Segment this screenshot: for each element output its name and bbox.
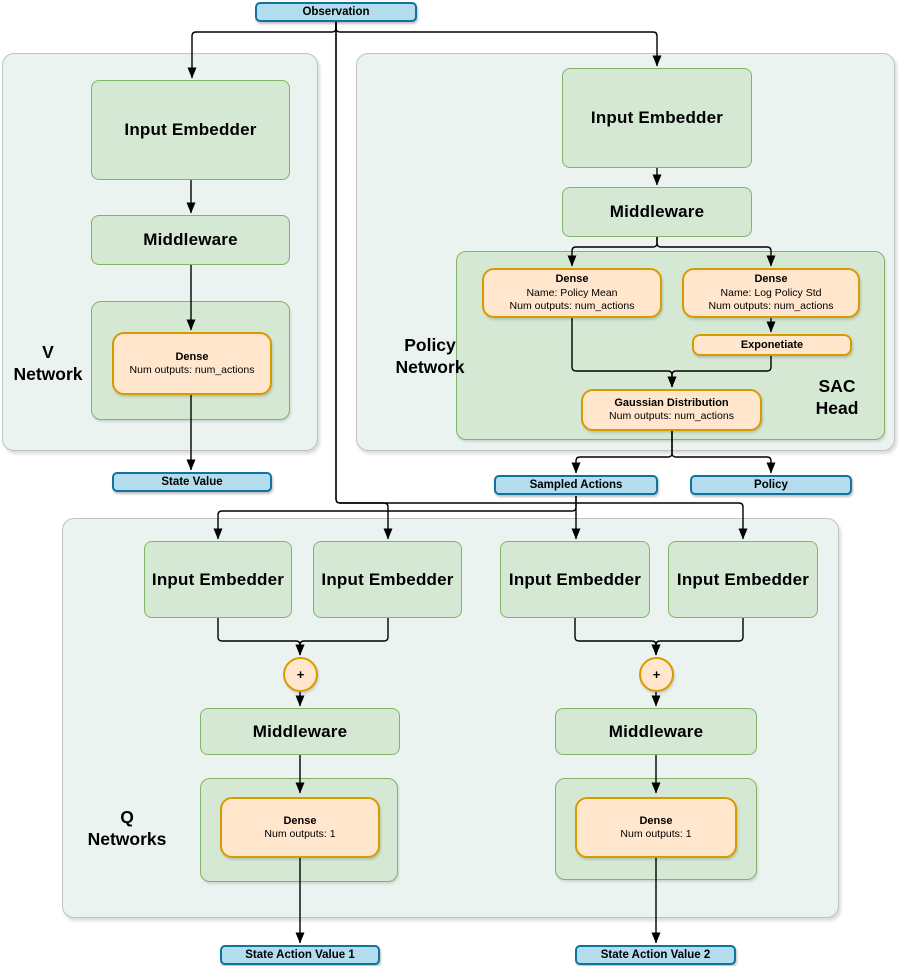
state-value-node: State Value [112, 472, 272, 492]
sac-head-title: SAC Head [792, 375, 882, 420]
q2-input-embedder-left-node: Input Embedder [500, 541, 650, 618]
v-network-title-line2: Network [13, 364, 83, 385]
edge-observation-to-policy-input-embedder [335, 22, 662, 67]
sac-head-title-line2: Head [815, 398, 859, 419]
edge-policy-middleware-to-dense-mean [567, 237, 658, 267]
dense-policy-mean-name: Name: Policy Mean [526, 286, 618, 299]
edge-exponentiate-to-gaussian [667, 356, 772, 388]
edge-gaussian-to-sampled-actions [571, 431, 673, 474]
q2-input-embedder-right-label: Input Embedder [676, 569, 810, 589]
q1-dense-outputs: Num outputs: 1 [264, 827, 336, 840]
policy-network-title-line2: Network [395, 357, 465, 378]
q2-middleware-node: Middleware [555, 708, 757, 755]
dense-log-policy-std-node: Dense Name: Log Policy Std Num outputs: … [682, 268, 860, 318]
sampled-actions-label: Sampled Actions [529, 479, 623, 491]
q1-dense-title: Dense [283, 814, 317, 827]
dense-policy-mean-outputs: Num outputs: num_actions [509, 300, 635, 313]
v-middleware-label: Middleware [143, 230, 238, 249]
q-networks-title-line1: Q [120, 807, 134, 827]
observation-node: Observation [255, 2, 417, 22]
q1-input-embedder-left-node: Input Embedder [144, 541, 292, 618]
exponentiate-node: Exponetiate [692, 334, 852, 356]
exponentiate-label: Exponetiate [740, 338, 804, 351]
state-action-value-2-node: State Action Value 2 [575, 945, 736, 965]
q1-plus-icon: + [296, 667, 305, 682]
q2-plus-icon: + [652, 667, 661, 682]
edge-q1-ie-right-to-plus [295, 618, 389, 656]
edge-q1-ie-left-to-plus [217, 618, 305, 656]
q1-input-embedder-right-node: Input Embedder [313, 541, 462, 618]
sampled-actions-node: Sampled Actions [494, 475, 658, 495]
v-dense-outputs: Num outputs: num_actions [129, 363, 255, 376]
edge-observation-to-q2-input-embedder-right [335, 22, 748, 540]
q-networks-title: Q Networks [78, 806, 176, 851]
q1-dense-node: Dense Num outputs: 1 [220, 797, 380, 858]
v-dense-title: Dense [175, 350, 209, 363]
v-input-embedder-node: Input Embedder [91, 80, 290, 180]
edge-dense-mean-to-gaussian [571, 318, 677, 388]
policy-network-title-line1: Policy [404, 335, 456, 355]
state-action-value-1-label: State Action Value 1 [245, 949, 355, 961]
q2-dense-node: Dense Num outputs: 1 [575, 797, 737, 858]
policy-input-embedder-label: Input Embedder [590, 108, 724, 127]
policy-output-label: Policy [754, 479, 788, 491]
edge-observation-to-q1-input-embedder-right [335, 22, 393, 540]
v-dense-node: Dense Num outputs: num_actions [112, 332, 272, 395]
q2-dense-title: Dense [639, 814, 673, 827]
q1-sum-node: + [283, 657, 318, 692]
q2-middleware-label: Middleware [608, 721, 704, 741]
dense-policy-mean-title: Dense [555, 273, 589, 286]
q2-input-embedder-left-label: Input Embedder [508, 569, 642, 589]
dense-log-policy-std-title: Dense [754, 273, 788, 286]
state-action-value-2-label: State Action Value 2 [600, 949, 711, 961]
observation-label: Observation [302, 6, 370, 18]
dense-policy-mean-node: Dense Name: Policy Mean Num outputs: num… [482, 268, 662, 318]
policy-middleware-label: Middleware [609, 202, 705, 221]
q1-middleware-label: Middleware [252, 721, 348, 741]
v-input-embedder-label: Input Embedder [124, 120, 257, 139]
edge-gaussian-to-policy [671, 431, 776, 474]
q2-dense-outputs: Num outputs: 1 [620, 827, 692, 840]
edge-q2-ie-left-to-plus [574, 618, 661, 656]
policy-middleware-node: Middleware [562, 187, 752, 237]
v-network-title: V Network [0, 341, 96, 386]
policy-network-title: Policy Network [377, 334, 483, 379]
sac-head-title-line1: SAC [818, 376, 856, 396]
edge-q2-ie-right-to-plus [651, 618, 744, 656]
state-value-label: State Value [161, 476, 223, 488]
q1-input-embedder-right-label: Input Embedder [321, 569, 454, 589]
q-networks-title-line2: Networks [87, 829, 167, 850]
edge-observation-to-v-input-embedder [187, 22, 337, 79]
gaussian-distribution-title: Gaussian Distribution [614, 397, 729, 410]
v-middleware-node: Middleware [91, 215, 290, 265]
q1-input-embedder-left-label: Input Embedder [151, 569, 285, 589]
dense-log-policy-std-name: Name: Log Policy Std [720, 286, 822, 299]
gaussian-distribution-node: Gaussian Distribution Num outputs: num_a… [581, 389, 762, 431]
dense-log-policy-std-outputs: Num outputs: num_actions [708, 300, 834, 313]
q1-middleware-node: Middleware [200, 708, 400, 755]
state-action-value-1-node: State Action Value 1 [220, 945, 380, 965]
edge-policy-middleware-to-dense-std [656, 237, 776, 267]
v-network-title-line1: V [42, 342, 54, 362]
policy-input-embedder-node: Input Embedder [562, 68, 752, 168]
q2-input-embedder-right-node: Input Embedder [668, 541, 818, 618]
gaussian-distribution-outputs: Num outputs: num_actions [609, 410, 734, 423]
q2-sum-node: + [639, 657, 674, 692]
policy-node: Policy [690, 475, 852, 495]
